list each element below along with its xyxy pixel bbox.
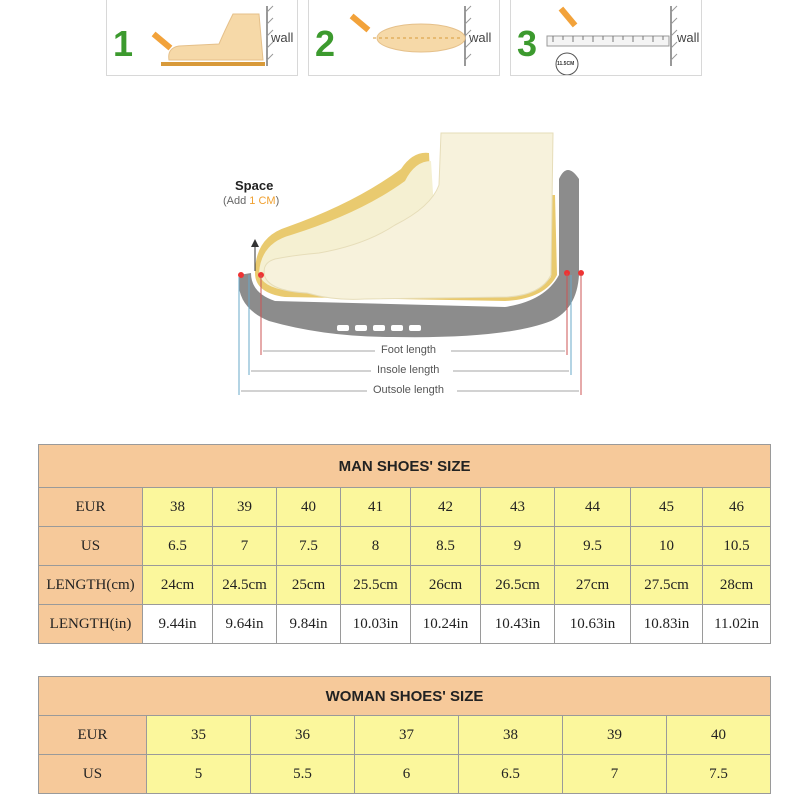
table-cell: 10.83in	[630, 604, 703, 644]
row-label: LENGTH(in)	[38, 604, 143, 644]
table-cell: 11.02in	[701, 604, 772, 644]
table-cell: 43	[480, 487, 555, 527]
man-table-title: MAN SHOES' SIZE	[37, 444, 772, 488]
table-cell: 9	[480, 526, 555, 566]
row-label: US	[38, 526, 143, 566]
row-label: EUR	[38, 715, 147, 755]
step-number: 1	[113, 23, 134, 64]
table-cell: 39	[212, 487, 277, 527]
ruler-note: 11.5CM	[557, 61, 575, 67]
table-cell: 6	[354, 754, 459, 794]
table-cell: 41	[340, 487, 411, 527]
man-size-table: MAN SHOES' SIZE EUR 38 39 40 41 42 43 44…	[37, 444, 772, 644]
space-note-prefix: (Add	[223, 195, 250, 207]
shoe-cross-section	[238, 132, 584, 397]
step-number: 2	[315, 23, 336, 64]
table-cell: 37	[354, 715, 459, 755]
table-cell: 38	[142, 487, 213, 527]
step-1-illustration	[151, 5, 274, 66]
table-cell: 10.63in	[554, 604, 631, 644]
table-cell: 40	[665, 715, 772, 755]
space-note: (Add 1 CM)	[223, 195, 279, 207]
table-cell: 27.5cm	[630, 565, 703, 605]
table-cell: 45	[630, 487, 703, 527]
table-cell: 8.5	[410, 526, 481, 566]
space-note-highlight: 1 CM	[249, 195, 276, 207]
wall-label: wall	[271, 30, 294, 45]
table-cell: 44	[554, 487, 631, 527]
table-row: EUR 38 39 40 41 42 43 44 45 46	[38, 487, 772, 527]
row-label: EUR	[38, 487, 143, 527]
table-title-row: WOMAN SHOES' SIZE	[37, 676, 772, 716]
table-cell: 28cm	[701, 565, 772, 605]
table-cell: 25.5cm	[340, 565, 411, 605]
table-cell: 42	[410, 487, 481, 527]
row-label: LENGTH(cm)	[38, 565, 143, 605]
table-title-row: MAN SHOES' SIZE	[37, 444, 772, 488]
table-cell: 24.5cm	[212, 565, 277, 605]
measure-step-3: 3 wall 11.5CM	[510, 0, 702, 76]
table-cell: 9.84in	[276, 604, 341, 644]
table-row: EUR 35 36 37 38 39 40	[38, 715, 772, 755]
measure-step-1: 1 wall	[106, 0, 298, 76]
table-row: LENGTH(cm) 24cm 24.5cm 25cm 25.5cm 26cm …	[38, 565, 772, 605]
table-cell: 7	[212, 526, 277, 566]
table-cell: 36	[250, 715, 355, 755]
table-cell: 26cm	[410, 565, 481, 605]
table-cell: 40	[276, 487, 341, 527]
table-cell: 27cm	[554, 565, 631, 605]
wall-label: wall	[677, 30, 700, 45]
table-cell: 7	[562, 754, 667, 794]
table-cell: 6.5	[458, 754, 563, 794]
foot-length-label: Foot length	[381, 344, 437, 356]
woman-table-title: WOMAN SHOES' SIZE	[37, 676, 772, 716]
table-row: US 6.5 7 7.5 8 8.5 9 9.5 10 10.5	[38, 526, 772, 566]
table-cell: 8	[340, 526, 411, 566]
table-cell: 25cm	[276, 565, 341, 605]
table-cell: 10.43in	[480, 604, 555, 644]
table-cell: 5.5	[250, 754, 355, 794]
table-cell: 9.64in	[212, 604, 277, 644]
space-note-suffix: )	[275, 195, 280, 207]
table-cell: 6.5	[142, 526, 213, 566]
table-cell: 26.5cm	[480, 565, 555, 605]
table-cell: 5	[146, 754, 251, 794]
measure-step-2: 2 wall	[308, 0, 500, 76]
table-cell: 9.44in	[142, 604, 213, 644]
step-2-illustration	[349, 5, 472, 66]
woman-size-table: WOMAN SHOES' SIZE EUR 35 36 37 38 39 40 …	[37, 676, 772, 794]
table-cell: 10	[630, 526, 703, 566]
outsole-length-label: Outsole length	[373, 384, 444, 396]
table-cell: 10.24in	[410, 604, 481, 644]
space-label: Space	[235, 178, 274, 193]
wall-label: wall	[469, 30, 492, 45]
table-cell: 10.03in	[340, 604, 411, 644]
table-cell: 39	[562, 715, 667, 755]
table-cell: 7.5	[665, 754, 772, 794]
table-cell: 10.5	[701, 526, 772, 566]
insole-length-label: Insole length	[377, 364, 440, 376]
row-label: US	[38, 754, 147, 794]
table-cell: 38	[458, 715, 563, 755]
table-row: US 5 5.5 6 6.5 7 7.5	[38, 754, 772, 794]
step-number: 3	[517, 23, 538, 64]
table-cell: 46	[701, 487, 772, 527]
table-cell: 24cm	[142, 565, 213, 605]
table-row: LENGTH(in) 9.44in 9.64in 9.84in 10.03in …	[38, 604, 772, 644]
table-cell: 7.5	[276, 526, 341, 566]
table-cell: 9.5	[554, 526, 631, 566]
foot-length-diagram: Space (Add 1 CM) Foot length Insole leng…	[215, 125, 600, 415]
table-cell: 35	[146, 715, 251, 755]
step-3-illustration	[546, 5, 678, 75]
